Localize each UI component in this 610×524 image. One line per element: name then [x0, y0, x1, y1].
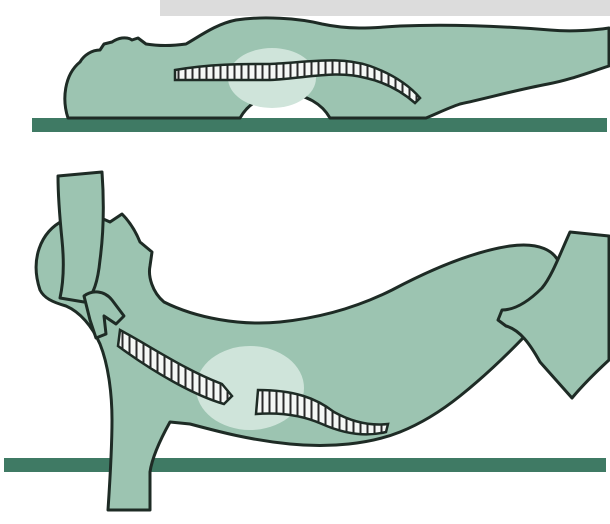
top-band [160, 0, 610, 16]
bottom-panel [4, 172, 609, 510]
bottom-table-bar [4, 458, 606, 472]
left-helper-arm [58, 172, 103, 302]
top-table-bar [32, 118, 607, 132]
top-panel [32, 18, 609, 132]
